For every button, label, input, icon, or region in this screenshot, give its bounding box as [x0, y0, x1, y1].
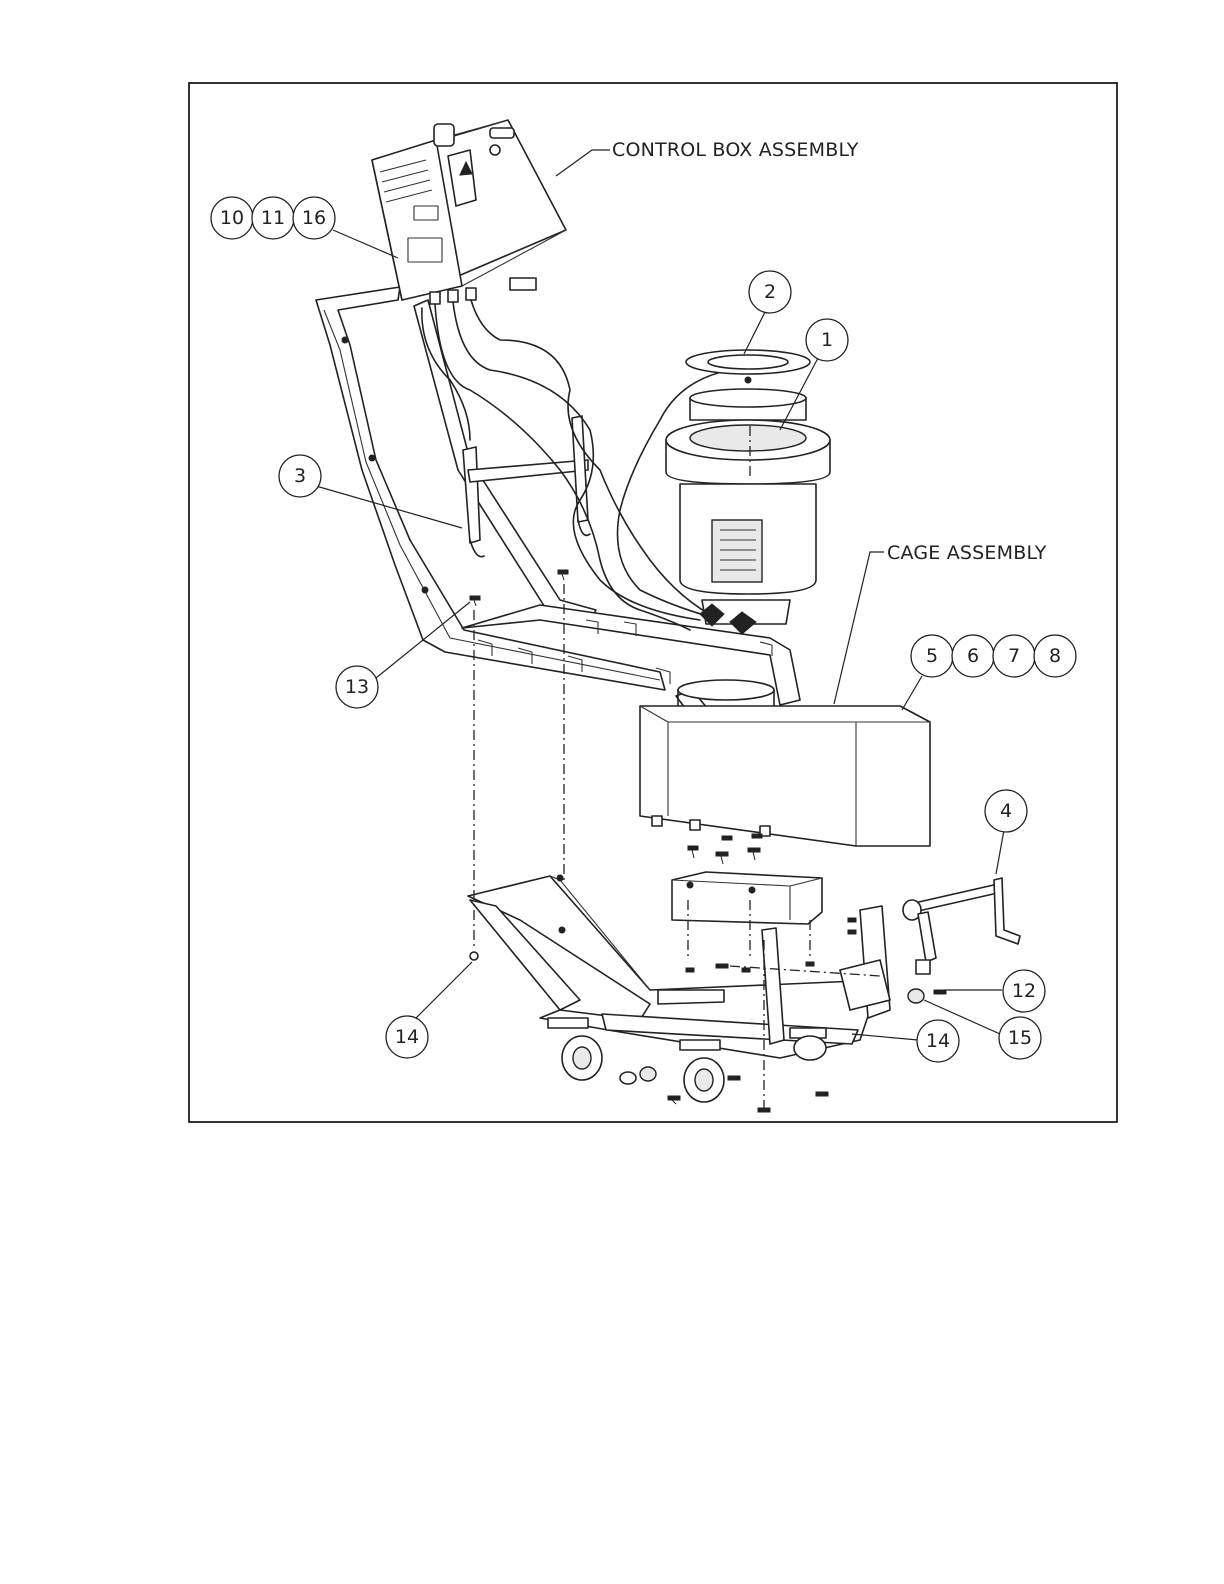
- motor-unit: [666, 350, 830, 710]
- item-balloon-7: 7: [993, 635, 1035, 677]
- control-box-assembly-label: CONTROL BOX ASSEMBLY: [612, 139, 859, 161]
- balloon-number: 6: [967, 645, 979, 667]
- item-balloon-14-left: 14: [386, 1016, 428, 1058]
- balloon-number: 15: [1008, 1027, 1032, 1049]
- balloon-number: 2: [764, 281, 776, 303]
- item-balloon-4: 4: [985, 790, 1027, 832]
- balloon-number: 14: [395, 1026, 419, 1048]
- item-balloon-6: 6: [952, 635, 994, 677]
- item-balloon-13: 13: [336, 666, 378, 708]
- tray: [672, 872, 822, 924]
- balloon-number: 14: [926, 1030, 950, 1052]
- item-balloon-10: 10: [211, 197, 253, 239]
- caster-center: [680, 1040, 724, 1102]
- balloon-number: 4: [1000, 800, 1012, 822]
- balloon-number: 3: [294, 465, 306, 487]
- cage-box: [640, 706, 930, 846]
- item-balloon-14-right: 14: [917, 1020, 959, 1062]
- item-balloon-1: 1: [806, 319, 848, 361]
- cage-assembly-label: CAGE ASSEMBLY: [887, 542, 1047, 564]
- balloon-number: 10: [220, 207, 244, 229]
- balloon-number: 5: [926, 645, 938, 667]
- cage-bolts: [688, 834, 762, 864]
- item-balloon-12: 12: [1003, 970, 1045, 1012]
- item-balloon-16: 16: [293, 197, 335, 239]
- balloon-number: 8: [1049, 645, 1061, 667]
- balloon-number: 1: [821, 329, 833, 351]
- item-balloon-15: 15: [999, 1017, 1041, 1059]
- drawing-frame: [189, 83, 1117, 1122]
- balloon-number: 16: [302, 207, 326, 229]
- balloon-number: 7: [1008, 645, 1020, 667]
- item-balloon-2: 2: [749, 271, 791, 313]
- item-balloon-5: 5: [911, 635, 953, 677]
- balloon-number: 13: [345, 676, 369, 698]
- item-balloon-8: 8: [1034, 635, 1076, 677]
- balloon-number: 11: [261, 207, 285, 229]
- push-handle: [903, 878, 1020, 974]
- control-box: [372, 120, 566, 304]
- balloon-number: 12: [1012, 980, 1036, 1002]
- item-balloon-3: 3: [279, 455, 321, 497]
- item-balloon-11: 11: [252, 197, 294, 239]
